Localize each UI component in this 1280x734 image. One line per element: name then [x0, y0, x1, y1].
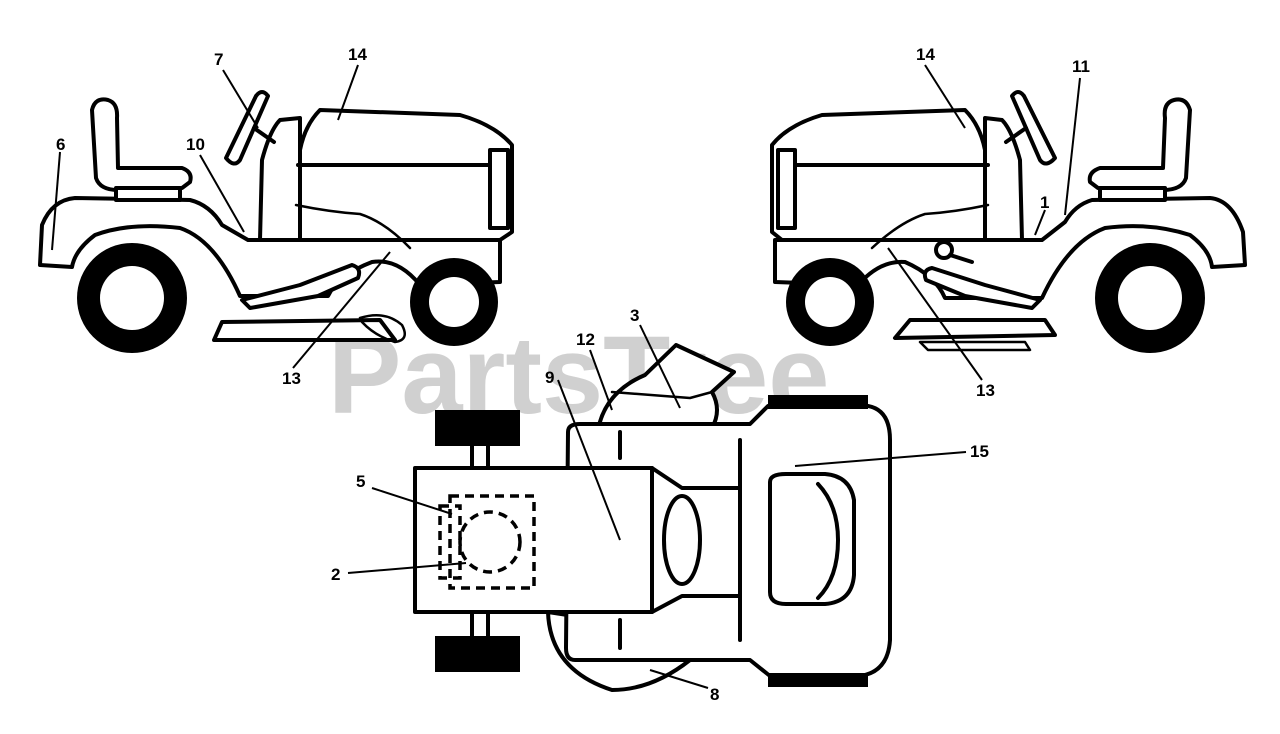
callout-5: 5 — [356, 472, 365, 491]
callout-15: 15 — [970, 442, 989, 461]
callout-13-right: 13 — [976, 381, 995, 400]
callout-13-left: 13 — [282, 369, 301, 388]
callout-14-left: 14 — [348, 45, 367, 64]
callout-9: 9 — [545, 368, 554, 387]
callout-labels: 6 7 14 10 13 14 11 1 13 12 3 9 5 2 15 8 — [56, 45, 1090, 704]
callout-11: 11 — [1072, 57, 1090, 76]
tractor-right-side-view — [770, 90, 1247, 353]
callout-12: 12 — [576, 330, 595, 349]
callout-1: 1 — [1040, 193, 1049, 212]
callout-7: 7 — [214, 50, 223, 69]
callout-2: 2 — [331, 565, 340, 584]
leader-lines — [51, 64, 1081, 689]
callout-3: 3 — [630, 306, 639, 325]
callout-10: 10 — [186, 135, 205, 154]
callout-6: 6 — [56, 135, 65, 154]
callout-14-right: 14 — [916, 45, 935, 64]
callout-8: 8 — [710, 685, 719, 704]
tractor-left-side-view — [38, 90, 514, 353]
partstree-watermark: PartsTree — [328, 314, 829, 437]
